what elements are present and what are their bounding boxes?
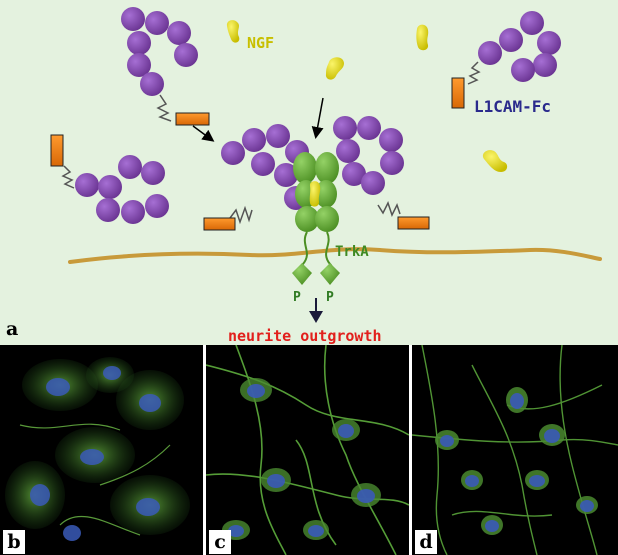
panel-divider (203, 345, 206, 555)
micrograph-d: d (412, 345, 618, 555)
micrograph-d-cells (412, 345, 618, 555)
ngf-molecule-bound (309, 181, 321, 207)
trka-receptor-dimer (292, 152, 340, 285)
l1cam-fc-label: L1CAM-Fc (474, 97, 551, 116)
phospho-label-left: P (293, 290, 301, 305)
neurite-outgrowth-label: neurite outgrowth (228, 327, 382, 345)
micrograph-c: c (206, 345, 409, 555)
trka-label: TrkA (335, 244, 369, 260)
micrograph-c-cells (206, 345, 409, 555)
cell-membrane (68, 247, 602, 264)
panel-letter-c: c (209, 530, 231, 554)
l1cam-fc-molecule-4 (203, 124, 309, 231)
arrow-ngf-binding (311, 97, 324, 139)
ngf-label: NGF (247, 34, 274, 52)
micrograph-b-cells (5, 357, 190, 541)
ngf-molecule-2 (416, 24, 429, 51)
l1cam-fc-molecule-2 (50, 134, 169, 224)
arrow-l1cam-binding (192, 125, 215, 142)
ngf-molecule-4 (482, 150, 508, 172)
ngf-molecule-3 (325, 57, 344, 80)
panel-letter-a: a (6, 318, 19, 340)
panel-a-schematic: NGF L1CAM-Fc TrkA P P neurite outgrowth … (0, 0, 618, 345)
micrograph-b: b (0, 345, 203, 555)
signaling-diagram: NGF L1CAM-Fc TrkA P P neurite outgrowth (50, 7, 602, 345)
ngf-molecule-1 (226, 20, 240, 43)
phospho-label-right: P (326, 290, 334, 305)
panel-divider (409, 345, 412, 555)
l1cam-fc-molecule-1 (121, 7, 210, 126)
panel-letter-d: d (415, 530, 437, 554)
panel-letter-b: b (3, 530, 25, 554)
l1cam-fc-molecule-3 (451, 11, 561, 109)
arrow-signaling-down (309, 298, 323, 323)
l1cam-fc-molecule-5 (333, 116, 430, 230)
